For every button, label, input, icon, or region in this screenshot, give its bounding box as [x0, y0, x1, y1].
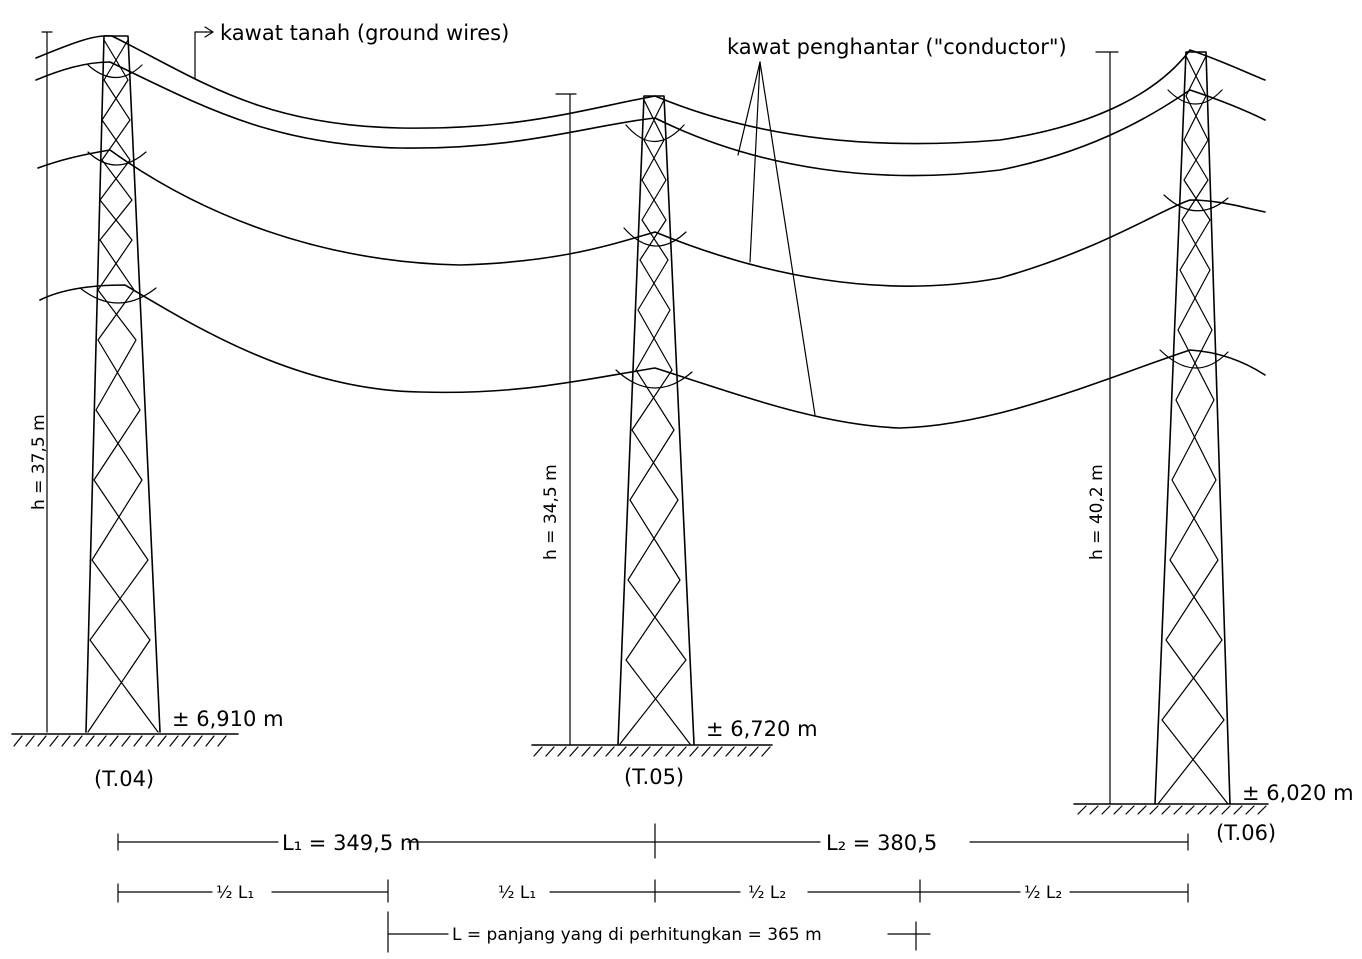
conductor-leader-1 [737, 61, 761, 156]
tower-t06-hatch [1077, 805, 1267, 815]
ground-wires-label: kawat tanah (ground wires) [220, 21, 509, 45]
tower-t04 [11, 31, 239, 747]
tower-t04-insulator-2 [87, 151, 147, 166]
annotation-leaders [194, 26, 816, 416]
ground-wire-lower [35, 61, 1266, 177]
tower-t06-elevation-label: ± 6,020 m [1242, 781, 1354, 805]
conductor-leader-2 [749, 61, 761, 263]
tower-t06-insulator-1 [1167, 89, 1223, 105]
conductor-label: kawat penghantar ("conductor") [727, 35, 1067, 59]
tower-t04-hatch [13, 735, 227, 747]
tower-t04-height-line [41, 31, 53, 733]
half-l2-label-a: ½ L₂ [748, 883, 786, 903]
half-l1-label-b: ½ L₁ [498, 883, 536, 903]
half-l1-label-a: ½ L₁ [216, 883, 254, 903]
tower-t06-lattice [1157, 55, 1229, 805]
tower-t06-height-label: h = 40,2 m [1087, 464, 1107, 560]
span-l2-label: L₂ = 380,5 [826, 831, 937, 855]
tower-t05 [531, 93, 773, 757]
tower-t04-legs [85, 35, 161, 733]
tower-t06-insulator-3 [1159, 349, 1229, 369]
conductor-upper [37, 149, 1266, 287]
conductor-lower [39, 284, 1266, 429]
tower-t05-elevation-label: ± 6,720 m [706, 717, 818, 741]
ground-wire-leader [194, 31, 213, 79]
half-l2-label-b: ½ L₂ [1024, 883, 1062, 903]
tower-t05-height-label: h = 34,5 m [541, 464, 561, 560]
tower-t05-label: (T.05) [624, 765, 684, 789]
labels: kawat tanah (ground wires) kawat penghan… [29, 21, 1354, 945]
tower-t05-insulator-2 [623, 227, 687, 247]
calc-length-label: L = panjang yang di perhitungkan = 365 m [452, 925, 822, 945]
tower-t04-insulator-1 [87, 64, 143, 78]
tower-t05-height-line [555, 93, 577, 745]
ground-wire-arrowhead [204, 26, 214, 38]
calc-length-line [387, 911, 931, 953]
conductor-leader-3 [759, 61, 816, 416]
tower-t04-insulator-3 [79, 287, 157, 304]
tower-t04-height-label: h = 37,5 m [29, 414, 49, 510]
tower-t05-legs [617, 95, 695, 745]
span-dimensions [117, 823, 1189, 953]
tower-t05-insulator-3 [615, 369, 693, 389]
tower-t05-insulator-1 [625, 124, 685, 142]
tower-t06-insulator-2 [1163, 194, 1229, 212]
tower-t06-legs [1154, 51, 1231, 805]
tower-t04-elevation-label: ± 6,910 m [172, 707, 284, 731]
tower-t04-label: (T.04) [94, 767, 154, 791]
span-l1-label: L₁ = 349,5 m [282, 831, 420, 855]
tower-t06-height-line [1095, 51, 1119, 805]
span-line-full [117, 823, 1189, 859]
half-span-line [117, 879, 1189, 903]
tower-t05-hatch [533, 746, 771, 757]
tower-t06-label: (T.06) [1216, 821, 1276, 845]
wires [35, 34, 1266, 429]
tower-t04-lattice [87, 39, 159, 733]
tower-t06 [1073, 51, 1269, 815]
tower-t05-lattice [619, 99, 691, 745]
